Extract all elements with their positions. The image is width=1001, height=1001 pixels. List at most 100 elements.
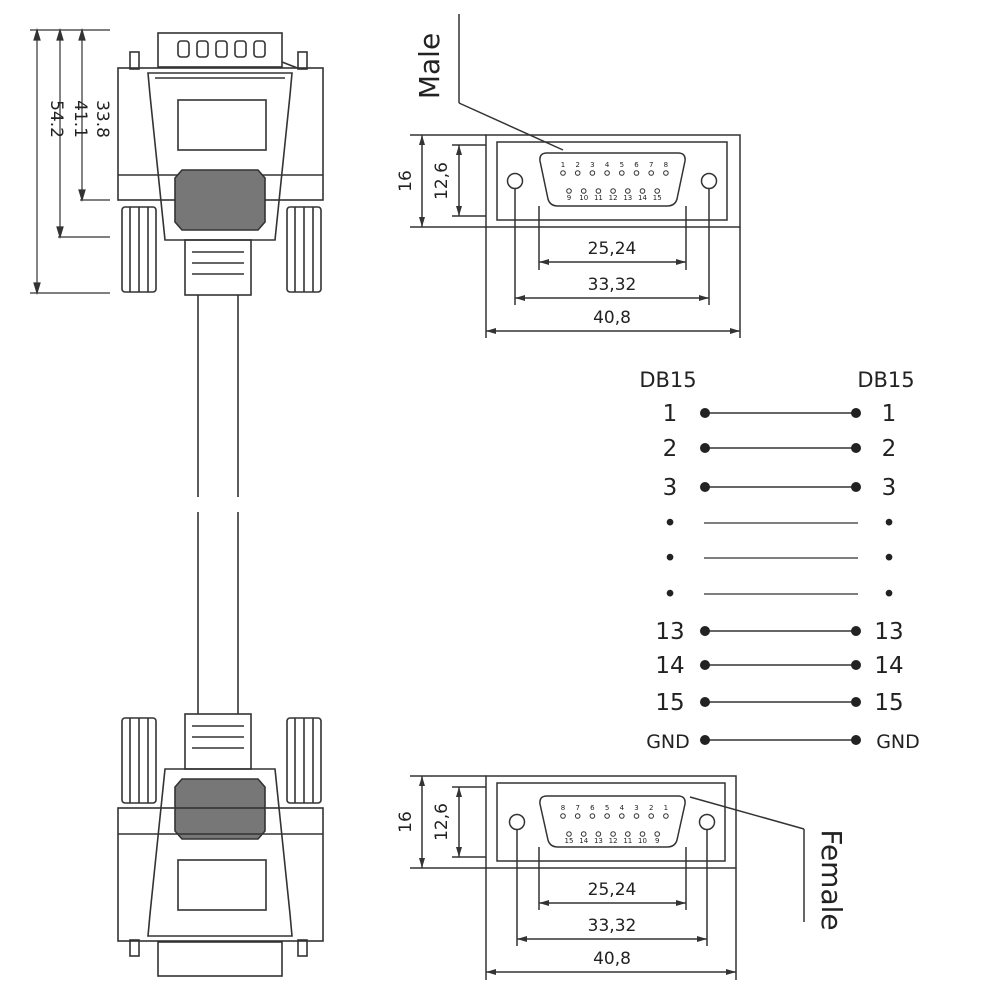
female-pin-contact — [633, 813, 640, 819]
male-pin-label: 8 — [664, 161, 668, 169]
pinout-left-terminal — [700, 482, 710, 492]
pinout-left-pin: 15 — [655, 690, 684, 716]
pinout-left-terminal — [700, 626, 710, 636]
male-pin-contact — [654, 188, 661, 194]
male-pin-label: 13 — [623, 194, 632, 202]
female-pin-label: 5 — [605, 804, 609, 812]
male-pin-contact — [566, 188, 572, 194]
female-pin-label: 11 — [623, 837, 632, 845]
female-pin-label: 15 — [565, 837, 574, 845]
male-pin-label: 14 — [638, 194, 647, 202]
pinout-left-pin: 3 — [663, 475, 678, 501]
male-pin-label: 15 — [653, 194, 662, 202]
pinout-right-pin: 13 — [874, 619, 903, 645]
male-pin-label: 1 — [561, 161, 565, 169]
side-dimension-labels: 33.8 41.1 54.2 — [46, 100, 112, 138]
pinout-right-pin: • — [882, 546, 896, 572]
pinout-left-pin: GND — [646, 731, 690, 753]
male-pin-contact — [560, 170, 566, 176]
male-pin-contact — [574, 170, 581, 176]
female-pin-label: 12 — [609, 837, 618, 845]
pinout-right-terminal — [851, 482, 861, 492]
female-pin-label: 14 — [579, 837, 588, 845]
pinout-right-pin: 2 — [882, 436, 897, 462]
bottom-connector-side — [117, 713, 324, 977]
female-width-total: 40,8 — [593, 949, 631, 969]
female-pin-contact — [604, 813, 610, 819]
male-pin-contact — [625, 188, 631, 194]
female-pin-contact — [560, 813, 566, 819]
pinout-left-terminal — [700, 660, 710, 670]
cable-body — [197, 295, 239, 714]
male-pin-contact — [619, 170, 625, 176]
female-width-holes: 33,32 — [588, 916, 637, 936]
pinout-right-pin: 14 — [874, 653, 903, 679]
side-dimension-lines — [30, 27, 110, 296]
male-pin-contact — [580, 188, 587, 194]
pinout-left-terminal — [700, 408, 710, 418]
female-pin-label: 8 — [561, 804, 565, 812]
pinout-row: •• — [663, 511, 896, 537]
female-pin-label: 4 — [620, 804, 625, 812]
male-pin-label: 9 — [567, 194, 571, 202]
male-pin-label: 7 — [649, 161, 653, 169]
female-pin-contact — [610, 831, 616, 837]
pinout-right-pin: GND — [876, 731, 920, 753]
female-pin-contact — [654, 831, 661, 837]
female-pin-label: 10 — [638, 837, 647, 845]
female-pin-contact — [580, 831, 587, 837]
pinout-left-header: DB15 — [639, 368, 696, 392]
female-pin-label: 1 — [664, 804, 668, 812]
male-pin-contact — [633, 170, 640, 176]
female-pin-contact — [619, 813, 625, 819]
male-width-holes: 33,32 — [588, 275, 637, 295]
pinout-right-pin: 3 — [882, 475, 897, 501]
male-height-outer: 16 — [396, 170, 416, 192]
male-pin-label: 12 — [609, 194, 618, 202]
female-pin-label: 7 — [575, 804, 579, 812]
pinout-right-pin: 15 — [874, 690, 903, 716]
female-height-inner: 12,6 — [432, 803, 452, 841]
pinout-left-pin: • — [663, 582, 677, 608]
pinout-right-pin: 1 — [882, 401, 897, 427]
female-pin-contact — [566, 831, 572, 837]
pinout-right-terminal — [851, 626, 861, 636]
male-width-pins: 25,24 — [588, 239, 637, 259]
pinout-row: •• — [663, 582, 896, 608]
top-connector-side — [117, 32, 324, 296]
female-pin-contact — [663, 813, 669, 819]
pinout-right-pin: • — [882, 582, 896, 608]
pinout-left-pin: 2 — [663, 436, 678, 462]
male-pin-label: 11 — [594, 194, 603, 202]
female-pin-contact — [625, 831, 631, 837]
male-pin-label: 2 — [575, 161, 579, 169]
dim-41-1: 41.1 — [70, 100, 90, 138]
pinout-left-terminal — [700, 443, 710, 453]
female-label: Female — [815, 829, 848, 930]
female-pin-contact — [595, 831, 602, 837]
male-pin-contact — [648, 170, 655, 176]
pinout-right-pin: • — [882, 511, 896, 537]
male-pin-label: 10 — [579, 194, 588, 202]
pinout-right-terminal — [851, 697, 861, 707]
dim-54-2: 54.2 — [46, 100, 66, 138]
male-pin-label: 4 — [605, 161, 610, 169]
female-width-pins: 25,24 — [588, 880, 637, 900]
pinout-row: •• — [663, 546, 896, 572]
female-pin-label: 2 — [649, 804, 653, 812]
female-pin-contact — [648, 813, 655, 819]
female-pin-contact — [574, 813, 581, 819]
